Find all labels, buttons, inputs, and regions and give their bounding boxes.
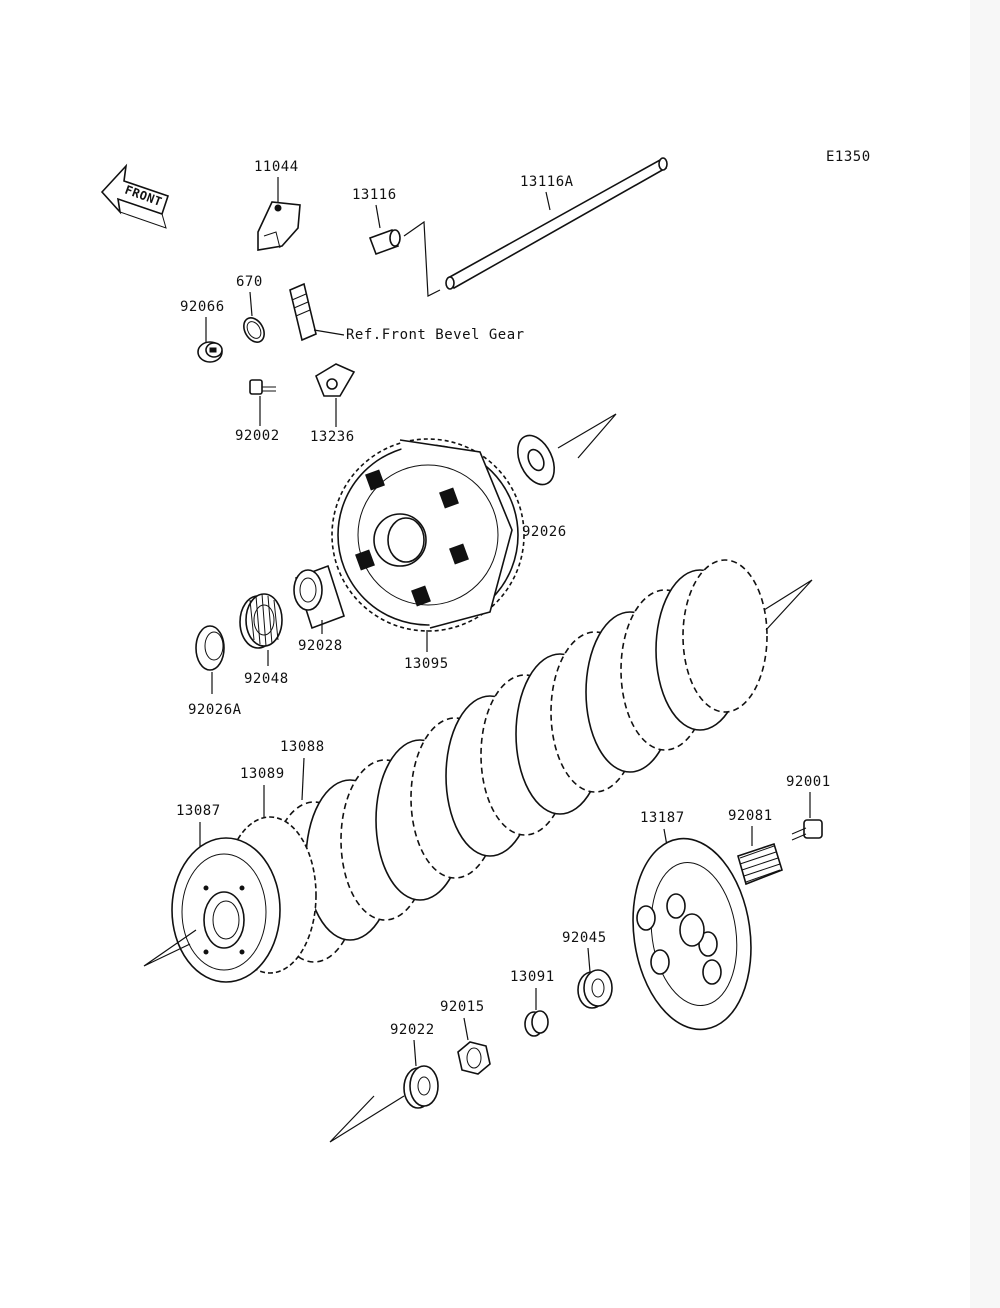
part-92022: 92022 — [329, 1022, 439, 1143]
diagram-code: E1350 — [826, 149, 871, 165]
part-13187: 13187 — [632, 810, 752, 1031]
part-92026A: 92026A — [188, 625, 242, 718]
label-92045: 92045 — [562, 930, 607, 946]
part-pinion: Ref.Front Bevel Gear — [289, 282, 525, 343]
label-92026: 92026 — [522, 524, 567, 540]
label-13116A: 13116A — [520, 174, 574, 190]
label-92028: 92028 — [298, 638, 343, 654]
label-92015: 92015 — [440, 999, 485, 1015]
part-92048: 92048 — [239, 593, 289, 687]
front-arrow: FRONT — [100, 163, 170, 229]
part-13095: 13095 — [331, 438, 525, 672]
label-92022: 92022 — [390, 1022, 435, 1038]
part-92026: 92026 — [517, 413, 617, 540]
part-13087: 13087 — [143, 803, 317, 983]
part-92002: 92002 — [235, 379, 280, 444]
part-13091: 13091 — [510, 969, 555, 1037]
reference-text: Ref.Front Bevel Gear — [346, 327, 525, 343]
part-92045: 92045 — [562, 930, 613, 1009]
label-92002: 92002 — [235, 428, 280, 444]
label-92001: 92001 — [786, 774, 831, 790]
label-13087: 13087 — [176, 803, 221, 819]
part-13116: 13116 — [352, 187, 441, 297]
part-13236: 13236 — [310, 363, 356, 445]
part-92081: 92081 — [728, 808, 783, 886]
label-92066: 92066 — [180, 299, 225, 315]
part-92015: 92015 — [440, 999, 491, 1075]
label-13095: 13095 — [404, 656, 449, 672]
part-13088: 13088 — [280, 739, 325, 801]
part-13089: 13089 — [240, 766, 285, 822]
label-92026A: 92026A — [188, 702, 242, 718]
label-670: 670 — [236, 274, 263, 290]
label-13089: 13089 — [240, 766, 285, 782]
page-edge — [970, 0, 1000, 1308]
part-92028: 92028 — [293, 564, 345, 654]
label-92081: 92081 — [728, 808, 773, 824]
label-11044: 11044 — [254, 159, 299, 175]
part-92001: 92001 — [786, 774, 831, 841]
label-13116: 13116 — [352, 187, 397, 203]
label-13236: 13236 — [310, 429, 355, 445]
label-13088: 13088 — [280, 739, 325, 755]
part-13116A: 13116A — [445, 157, 668, 290]
part-92066: 92066 — [180, 299, 225, 363]
part-670: 670 — [236, 274, 265, 343]
label-13187: 13187 — [640, 810, 685, 826]
label-13091: 13091 — [510, 969, 555, 985]
label-92048: 92048 — [244, 671, 289, 687]
part-11044: 11044 — [254, 159, 301, 251]
